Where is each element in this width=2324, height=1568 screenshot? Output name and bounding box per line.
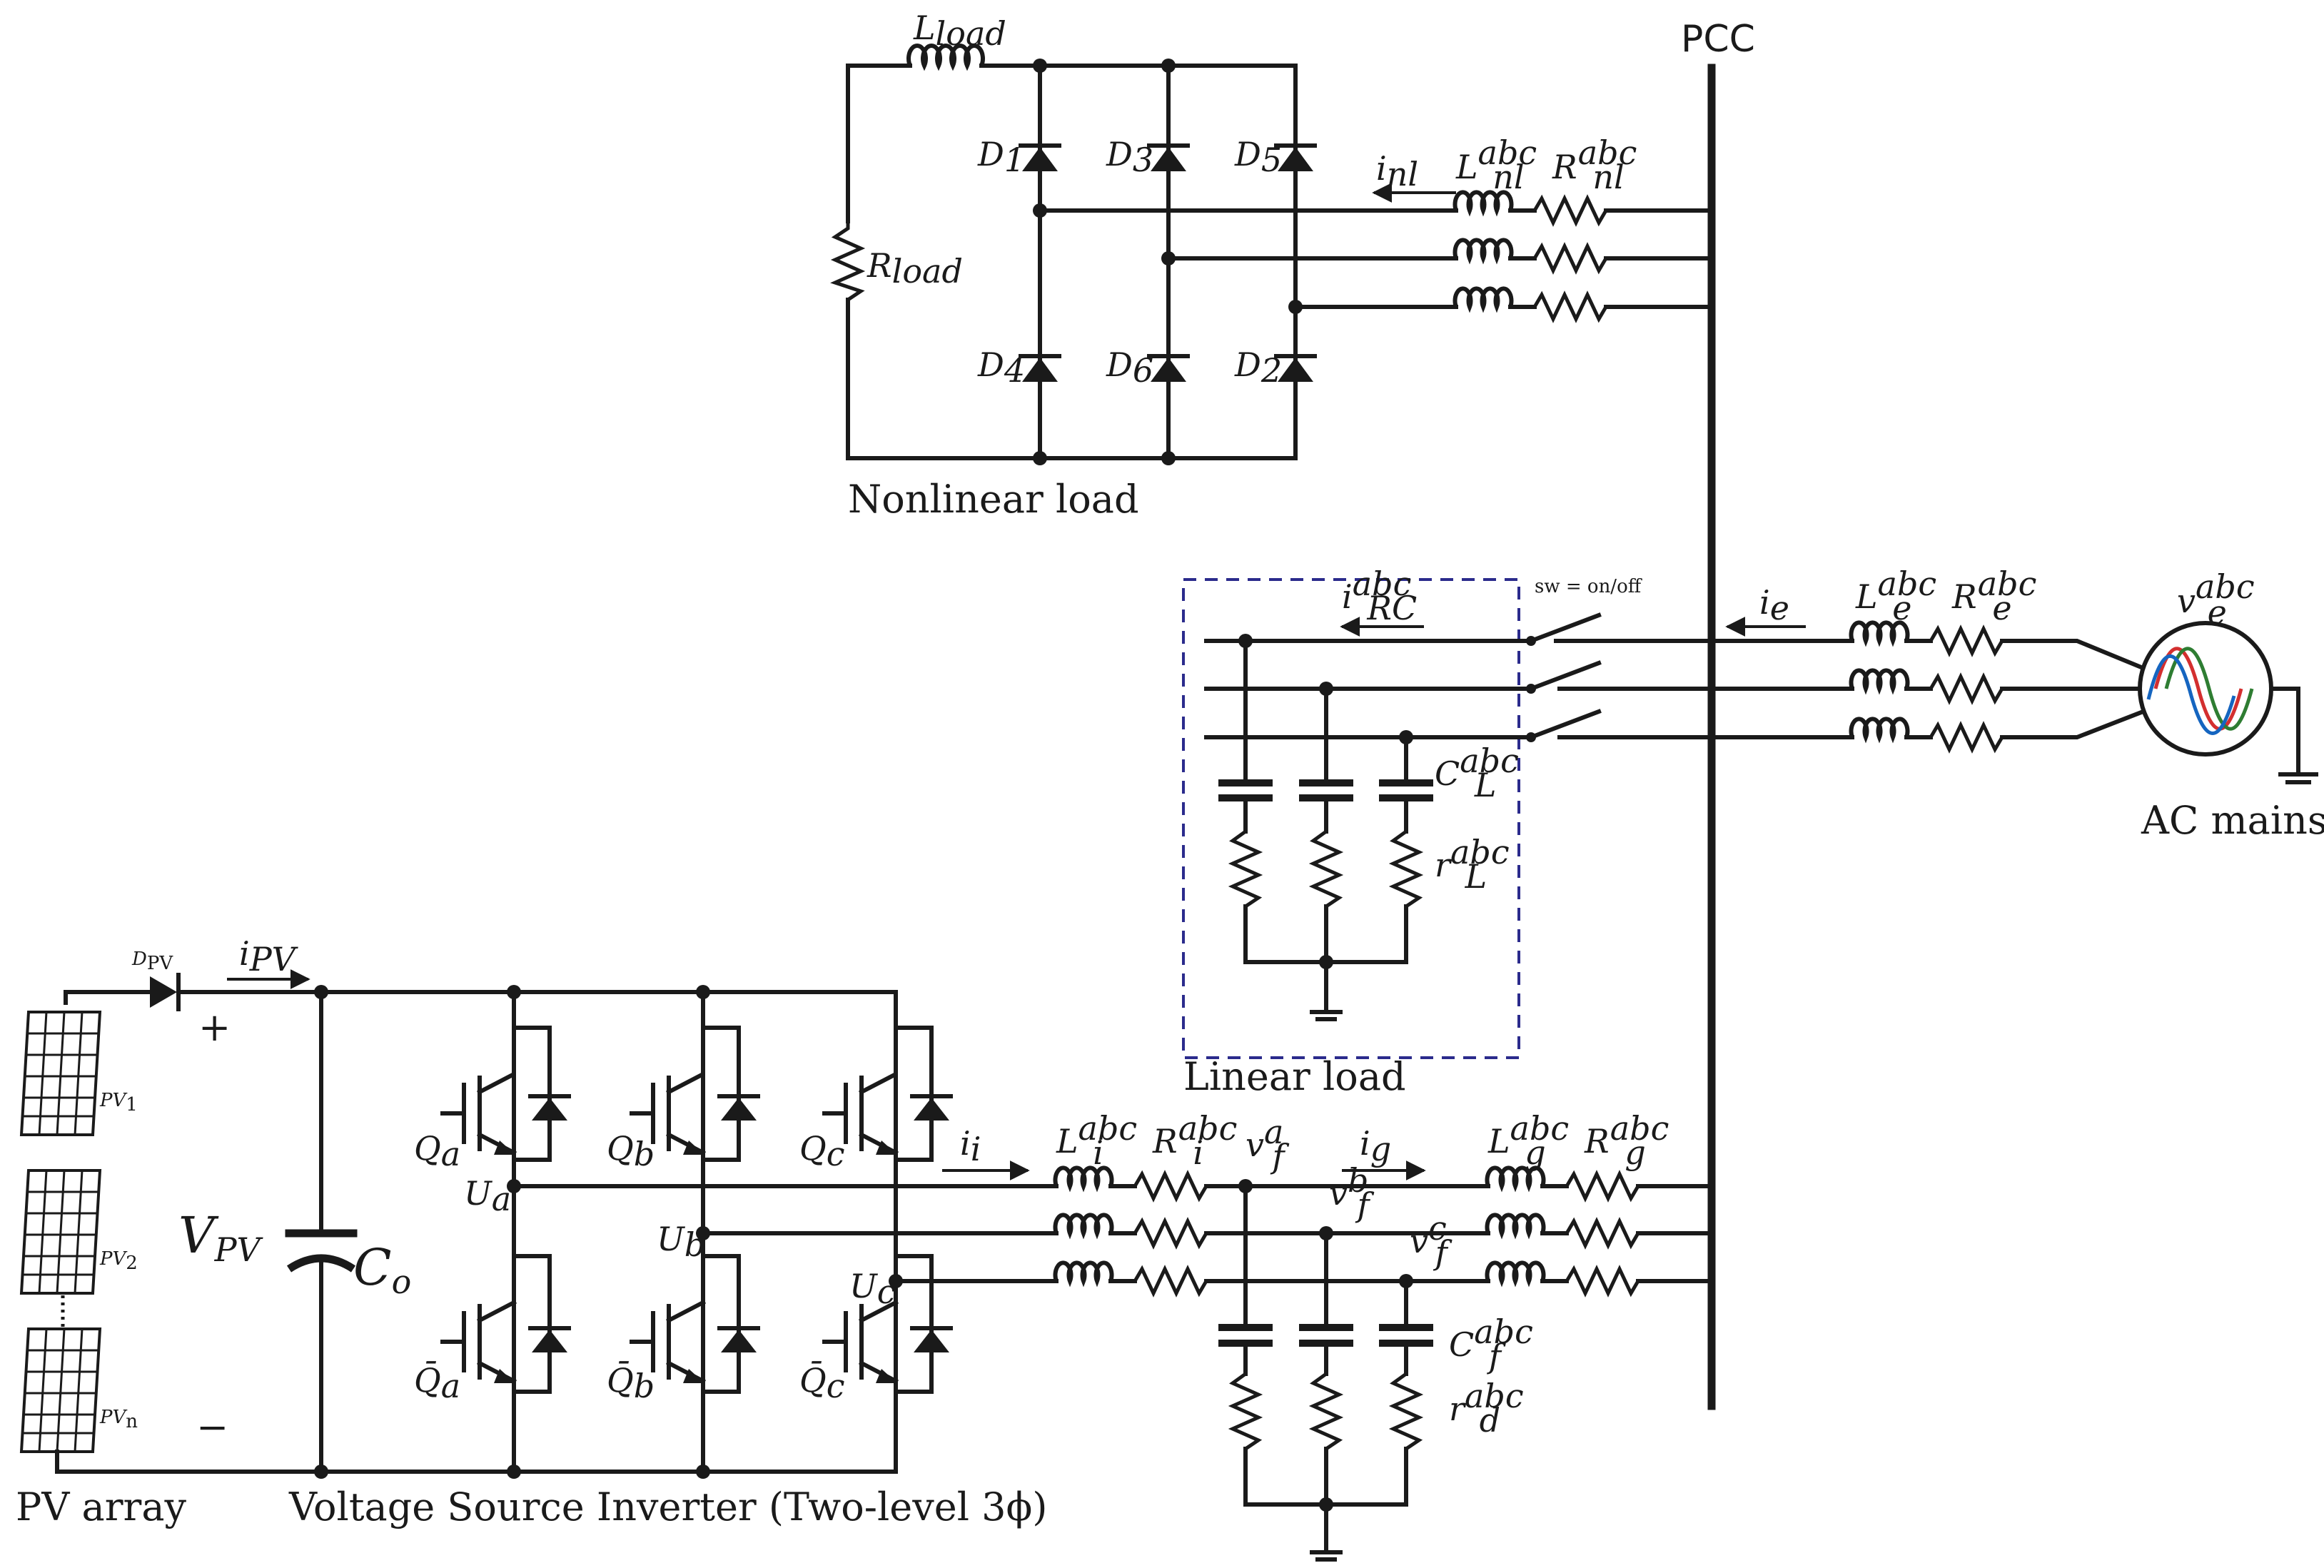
qc-label: Qc <box>799 1129 844 1173</box>
nonlinear-load-label: Nonlinear load <box>848 477 1139 522</box>
pvn-label: PVn <box>99 1407 138 1432</box>
pv-panel-1 <box>19 1011 102 1136</box>
qb-label: Qb <box>607 1129 655 1173</box>
pv-panel-n <box>19 1327 102 1453</box>
plus-sign: + <box>198 1005 231 1050</box>
ub-label: Ub <box>657 1220 705 1264</box>
pv-panel-2 <box>19 1169 102 1295</box>
c-o-label: Co <box>353 1238 411 1301</box>
uc-label: Uc <box>849 1267 896 1311</box>
pcc-label: PCC <box>1681 18 1755 61</box>
linear-load-box <box>1182 578 1520 1059</box>
qb-bar-label: Q̄b <box>607 1360 655 1405</box>
igbt-qb-bar <box>630 1254 760 1394</box>
ua-label: Ua <box>464 1174 511 1218</box>
v-pv-label: VPV <box>178 1206 264 1269</box>
r-load-label: Rload <box>867 246 963 290</box>
phase-c-wave <box>2146 654 2236 735</box>
minus-sign: − <box>196 1405 228 1450</box>
diode-d5 <box>1274 143 1317 171</box>
i-g-label: ig <box>1360 1124 1391 1168</box>
vsi-label: Voltage Source Inverter (Two-level 3ϕ) <box>288 1484 1047 1529</box>
d4-label: D4 <box>977 345 1025 390</box>
d5-label: D5 <box>1234 135 1282 179</box>
igbt-qc <box>822 1026 953 1162</box>
switch-label: sw = on/off <box>1535 576 1643 597</box>
igbt-qa <box>440 1026 571 1162</box>
pv-array-label: PV array <box>16 1484 187 1529</box>
qa-bar-label: Q̄a <box>414 1360 460 1405</box>
phase-b-wave <box>2164 647 2254 731</box>
r-load-resistor <box>830 221 866 302</box>
i-i-label: ii <box>960 1124 981 1168</box>
ac-mains-label: AC mains <box>2141 798 2324 843</box>
switch-sw[interactable] <box>1526 612 1602 742</box>
diode-d1 <box>1019 143 1061 171</box>
i-nl-label: inl <box>1376 149 1418 193</box>
igbt-qb <box>630 1026 760 1162</box>
nonlinear-load: Lload Rload D1 D3 D5 D4 D6 D2 <box>830 9 1714 522</box>
i-pv-label: iPV <box>239 934 299 978</box>
qa-label: Qa <box>414 1129 460 1173</box>
d1-label: D1 <box>977 135 1025 179</box>
l-load-label: Lload <box>913 9 1006 53</box>
diode-d6 <box>1147 354 1190 382</box>
i-e-label: ie <box>1759 583 1789 627</box>
d3-label: D3 <box>1106 135 1153 179</box>
pcc-bus: PCC <box>1681 18 1755 1410</box>
d-pv-label: DPV <box>131 949 173 974</box>
l-load-inductor <box>906 44 985 71</box>
d2-label: D2 <box>1234 345 1282 390</box>
diode-d3 <box>1147 143 1190 171</box>
igbt-qa-bar <box>440 1254 571 1394</box>
pv-array: PV1 PV2 PVn DPV iPV + − PV array <box>16 934 323 1529</box>
d6-label: D6 <box>1106 345 1153 390</box>
diode-d2 <box>1274 354 1317 382</box>
qc-bar-label: Q̄c <box>799 1360 844 1405</box>
pv1-label: PV1 <box>99 1090 138 1116</box>
igbt-qc-bar <box>822 1254 953 1394</box>
linear-load-label: Linear load <box>1183 1054 1406 1099</box>
d-pv-diode <box>150 973 181 1011</box>
diode-d4 <box>1019 354 1061 382</box>
voltage-source-inverter: VPV Co <box>178 985 1047 1529</box>
pv2-label: PV2 <box>99 1248 138 1274</box>
